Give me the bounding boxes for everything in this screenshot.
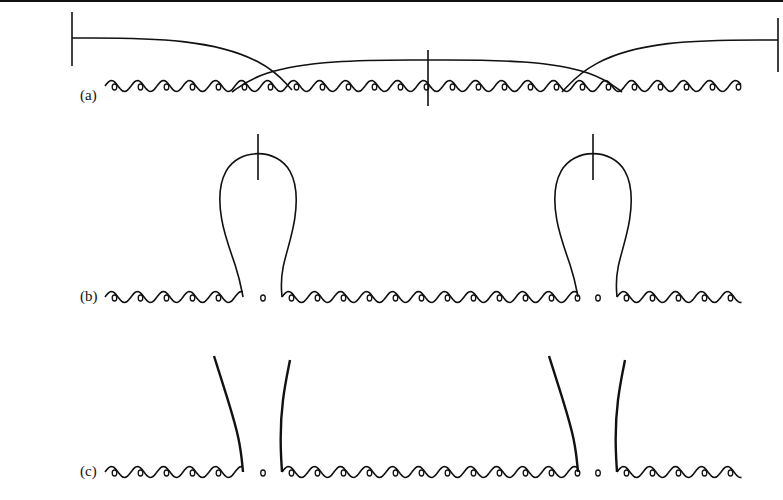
wire-turn bbox=[554, 84, 559, 90]
wire-turn bbox=[497, 470, 502, 476]
wire-turn bbox=[112, 84, 117, 90]
wire-turn bbox=[216, 84, 221, 90]
wire-turn bbox=[684, 84, 689, 90]
wire-turn bbox=[393, 295, 398, 301]
wire-turn bbox=[471, 470, 476, 476]
wire-turn bbox=[728, 295, 733, 301]
wire-turn bbox=[261, 295, 266, 301]
helix-wire bbox=[105, 467, 243, 478]
field-line bbox=[232, 60, 428, 92]
wire-turn bbox=[138, 470, 143, 476]
current-mark bbox=[427, 50, 429, 106]
panel-label: (c) bbox=[80, 464, 97, 479]
field-line bbox=[562, 40, 778, 92]
wire-turn bbox=[580, 84, 585, 90]
wire-turn bbox=[476, 84, 481, 90]
wire-turn bbox=[419, 470, 424, 476]
wire-turn bbox=[341, 295, 346, 301]
wire-turn bbox=[632, 84, 637, 90]
wire-turn bbox=[294, 84, 299, 90]
wire-turn bbox=[624, 295, 629, 301]
wire-turn bbox=[138, 84, 143, 90]
wire-turn bbox=[393, 470, 398, 476]
wire-turn bbox=[112, 470, 117, 476]
wire-turn bbox=[728, 470, 733, 476]
field-line bbox=[616, 360, 625, 472]
helix-wire bbox=[617, 292, 742, 303]
wire-turn bbox=[346, 84, 351, 90]
wire-turn bbox=[320, 84, 325, 90]
wire-turn bbox=[702, 470, 707, 476]
wire-turn bbox=[676, 295, 681, 301]
wire-turn bbox=[471, 295, 476, 301]
wire-turn bbox=[650, 295, 655, 301]
wire-turn bbox=[676, 470, 681, 476]
wire-turn bbox=[523, 470, 528, 476]
wire-turn bbox=[596, 295, 601, 301]
coil-rows bbox=[72, 12, 778, 478]
wire-turn bbox=[523, 295, 528, 301]
wire-turn bbox=[216, 470, 221, 476]
wire-turn bbox=[736, 84, 741, 90]
wire-turn bbox=[112, 295, 117, 301]
helix-wire bbox=[617, 467, 742, 478]
wire-turn bbox=[315, 470, 320, 476]
wire-turn bbox=[658, 84, 663, 90]
field-line bbox=[281, 360, 290, 472]
wire-turn bbox=[138, 295, 143, 301]
panel-label: (b) bbox=[80, 289, 98, 304]
wire-turn bbox=[164, 470, 169, 476]
top-rule bbox=[0, 0, 783, 2]
wire-turn bbox=[164, 295, 169, 301]
wire-turn bbox=[164, 84, 169, 90]
wire-turn bbox=[367, 470, 372, 476]
wire-turn bbox=[650, 470, 655, 476]
helix-wire bbox=[105, 81, 741, 92]
wire-turn bbox=[190, 84, 195, 90]
current-mark bbox=[592, 134, 594, 180]
wire-turn bbox=[710, 84, 715, 90]
wire-turn bbox=[367, 295, 372, 301]
wire-turn bbox=[606, 84, 611, 90]
wire-turn bbox=[702, 295, 707, 301]
wire-turn bbox=[624, 470, 629, 476]
wire-turn bbox=[450, 84, 455, 90]
wire-turn bbox=[528, 84, 533, 90]
wire-turn bbox=[261, 470, 266, 476]
wire-turn bbox=[216, 295, 221, 301]
wire-turn bbox=[549, 470, 554, 476]
wire-turn bbox=[497, 295, 502, 301]
current-mark bbox=[71, 12, 73, 66]
field-line bbox=[214, 356, 243, 472]
wire-turn bbox=[190, 470, 195, 476]
wire-turn bbox=[419, 295, 424, 301]
wire-turn bbox=[190, 295, 195, 301]
field-line bbox=[72, 38, 292, 90]
wire-turn bbox=[445, 470, 450, 476]
wire-turn bbox=[289, 295, 294, 301]
helix-wire bbox=[282, 292, 578, 303]
wire-turn bbox=[596, 470, 601, 476]
wire-turn bbox=[315, 295, 320, 301]
wire-turn bbox=[445, 295, 450, 301]
wire-turn bbox=[289, 470, 294, 476]
wire-turn bbox=[268, 84, 273, 90]
wire-turn bbox=[398, 84, 403, 90]
wire-turn bbox=[372, 84, 377, 90]
panel-label: (a) bbox=[80, 88, 97, 103]
wire-turn bbox=[341, 470, 346, 476]
helix-wire bbox=[105, 292, 243, 303]
field-line bbox=[549, 356, 578, 472]
wire-turn bbox=[502, 84, 507, 90]
wire-turn bbox=[549, 295, 554, 301]
helix-wire bbox=[282, 467, 578, 478]
current-mark bbox=[777, 18, 779, 72]
current-mark bbox=[257, 134, 259, 180]
